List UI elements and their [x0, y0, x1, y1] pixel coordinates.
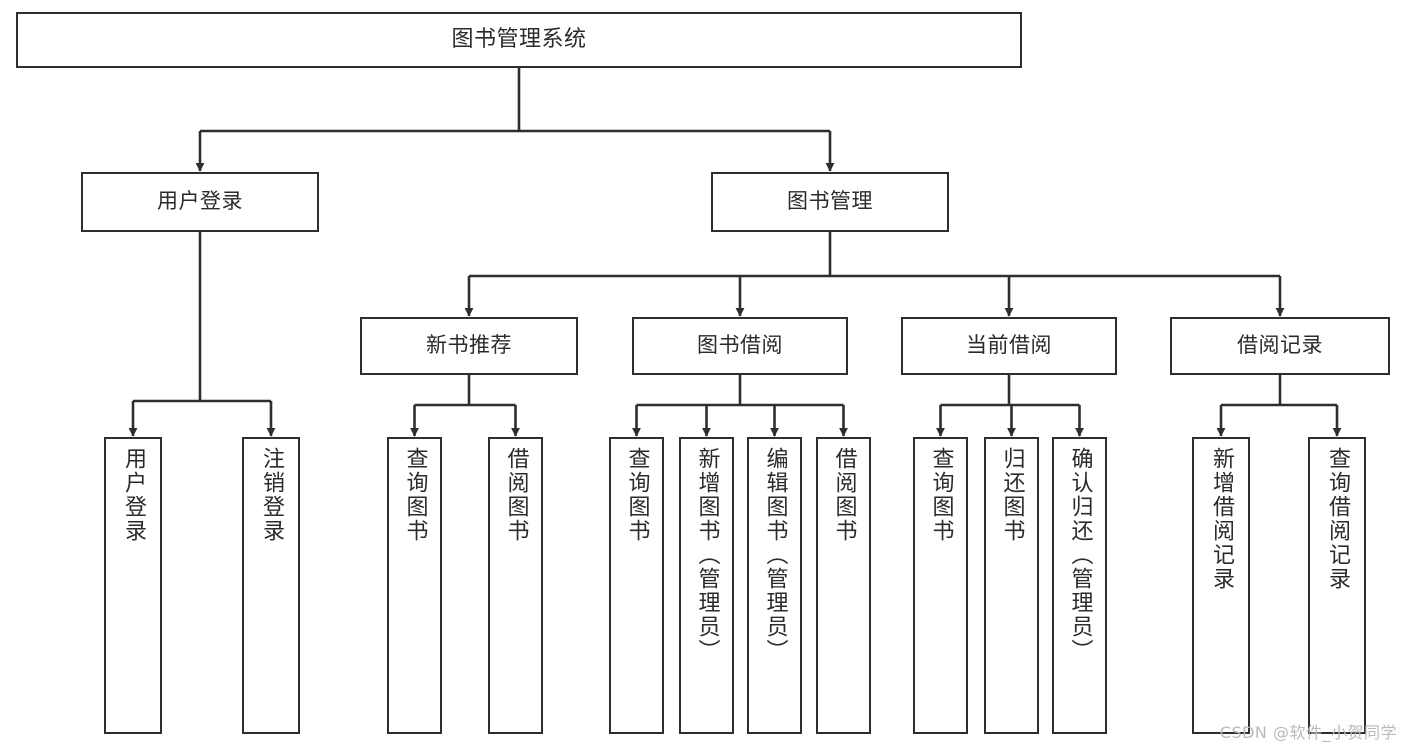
- node-label: 查询图书: [402, 447, 428, 543]
- node-leaf-user-logout[interactable]: 注销登录: [242, 437, 300, 734]
- node-leaf-borrow-book-1[interactable]: 借阅图书: [488, 437, 543, 734]
- node-leaf-query-book-2[interactable]: 查询图书: [609, 437, 664, 734]
- node-leaf-query-book-3[interactable]: 查询图书: [913, 437, 968, 734]
- node-label: 确认归还（管理员）: [1067, 447, 1093, 663]
- node-label: 查询图书: [624, 447, 650, 543]
- node-leaf-borrow-book-2[interactable]: 借阅图书: [816, 437, 871, 734]
- node-leaf-add-book[interactable]: 新增图书（管理员）: [679, 437, 734, 734]
- node-leaf-query-book-1[interactable]: 查询图书: [387, 437, 442, 734]
- node-label: 新增图书（管理员）: [694, 447, 720, 663]
- node-leaf-edit-book[interactable]: 编辑图书（管理员）: [747, 437, 802, 734]
- node-label: 借阅图书: [503, 447, 529, 543]
- node-book-manage[interactable]: 图书管理: [711, 172, 949, 232]
- node-label: 图书管理: [787, 189, 873, 214]
- node-label: 借阅记录: [1237, 333, 1323, 358]
- node-current-borrow[interactable]: 当前借阅: [901, 317, 1117, 375]
- node-root[interactable]: 图书管理系统: [16, 12, 1022, 68]
- node-new-book-rec[interactable]: 新书推荐: [360, 317, 578, 375]
- node-borrow-record[interactable]: 借阅记录: [1170, 317, 1390, 375]
- node-leaf-confirm-return[interactable]: 确认归还（管理员）: [1052, 437, 1107, 734]
- node-label: 当前借阅: [966, 333, 1052, 358]
- node-label: 借阅图书: [831, 447, 857, 543]
- node-label: 编辑图书（管理员）: [762, 447, 788, 663]
- node-label: 新增借阅记录: [1209, 447, 1234, 591]
- node-label: 用户登录: [157, 189, 243, 214]
- node-leaf-query-record[interactable]: 查询借阅记录: [1308, 437, 1366, 734]
- node-label: 用户登录: [121, 447, 146, 543]
- node-label: 查询图书: [928, 447, 954, 543]
- node-leaf-add-record[interactable]: 新增借阅记录: [1192, 437, 1250, 734]
- node-label: 新书推荐: [426, 333, 512, 358]
- node-label: 归还图书: [999, 447, 1025, 543]
- node-label: 注销登录: [259, 447, 284, 543]
- node-leaf-return-book[interactable]: 归还图书: [984, 437, 1039, 734]
- node-label: 图书管理系统: [451, 26, 587, 52]
- node-label: 图书借阅: [697, 333, 783, 358]
- node-user-login[interactable]: 用户登录: [81, 172, 319, 232]
- node-leaf-user-login[interactable]: 用户登录: [104, 437, 162, 734]
- node-label: 查询借阅记录: [1325, 447, 1350, 591]
- node-book-borrow[interactable]: 图书借阅: [632, 317, 848, 375]
